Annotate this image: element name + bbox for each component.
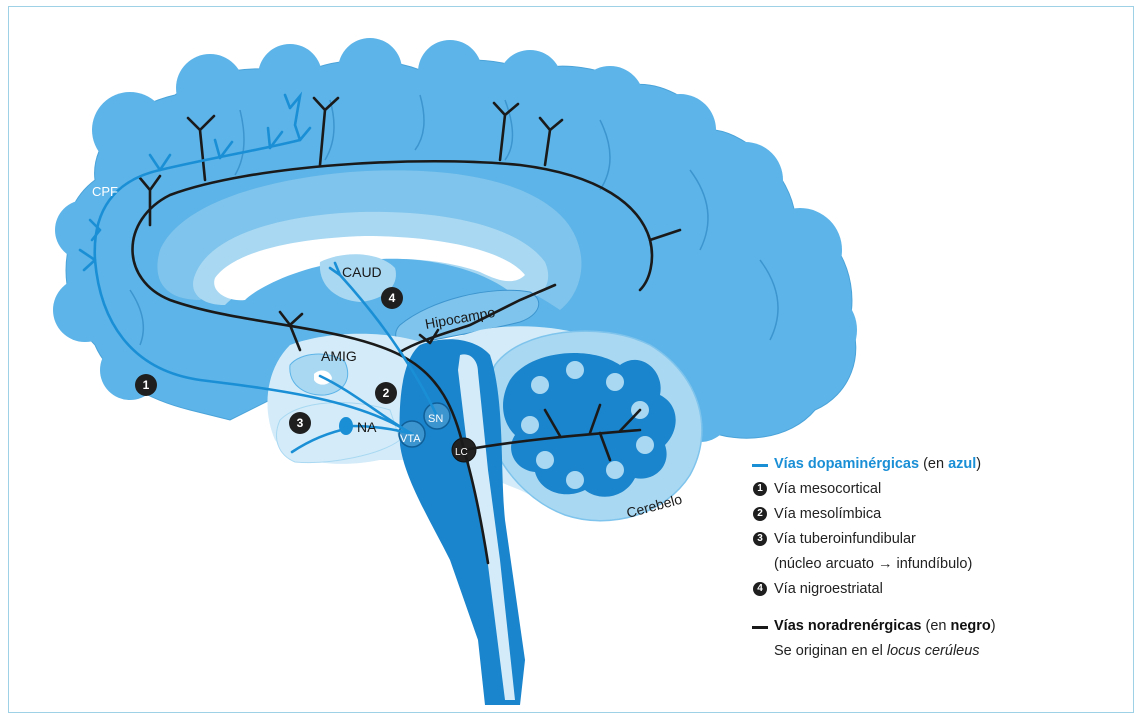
legend-dopa-color: azul	[948, 456, 976, 472]
label-caud: CAUD	[342, 264, 382, 280]
legend-item: 3 Vía tuberoinfundibular	[752, 527, 1132, 552]
number-badge-icon: 3	[753, 532, 767, 546]
legend-nora-sub-prefix: Se originan en el	[774, 643, 887, 659]
legend: Vías dopaminérgicas (en azul) 1 Vía mesoc…	[752, 452, 1132, 664]
legend-item-text: Vía nigroestriatal	[774, 581, 883, 597]
number-badge-icon: 4	[753, 582, 767, 596]
legend-noradrenaline-row: Vías noradrenérgicas (en negro)	[752, 614, 1132, 639]
blue-line-icon	[752, 464, 768, 467]
badge-1: 1	[135, 374, 157, 396]
label-na: NA	[357, 419, 377, 435]
badge-2: 2	[375, 382, 397, 404]
legend-dopa-close: )	[976, 456, 981, 472]
legend-nora-title: Vías noradrenérgicas	[774, 618, 922, 634]
legend-nora-paren: (en	[922, 618, 951, 634]
legend-item-text: (núcleo arcuato → infundíbulo)	[774, 556, 972, 572]
label-vta: VTA	[400, 433, 421, 445]
label-lc: LC	[455, 447, 468, 458]
legend-nora-sub-italic: locus cerúleus	[887, 643, 980, 659]
label-cpf: CPF	[92, 184, 118, 199]
legend-item: 1 Vía mesocortical	[752, 477, 1132, 502]
legend-item: (núcleo arcuato → infundíbulo)	[752, 552, 1132, 577]
legend-dopamine-row: Vías dopaminérgicas (en azul)	[752, 452, 1132, 477]
number-badge-icon: 2	[753, 507, 767, 521]
legend-item-text: Vía mesolímbica	[774, 506, 881, 522]
legend-nora-close: )	[991, 618, 996, 634]
svg-text:4: 4	[389, 291, 396, 305]
label-amig: AMIG	[321, 348, 357, 364]
number-badge-icon: 1	[753, 482, 767, 496]
legend-nora-color: negro	[951, 618, 991, 634]
label-sn: SN	[428, 413, 443, 425]
legend-dopa-paren: (en	[919, 456, 948, 472]
legend-item: 4 Vía nigroestriatal	[752, 577, 1132, 602]
svg-text:1: 1	[143, 378, 150, 392]
legend-item-text: Vía tuberoinfundibular	[774, 531, 916, 547]
legend-dopa-title: Vías dopaminérgicas	[774, 456, 919, 472]
svg-text:2: 2	[383, 386, 390, 400]
badge-3: 3	[289, 412, 311, 434]
arcuate-nucleus	[339, 417, 353, 435]
badge-4: 4	[381, 287, 403, 309]
legend-item-text: Vía mesocortical	[774, 481, 881, 497]
svg-text:3: 3	[297, 416, 304, 430]
legend-item: 2 Vía mesolímbica	[752, 502, 1132, 527]
legend-nora-sub: Se originan en el locus cerúleus	[752, 639, 1132, 664]
black-line-icon	[752, 626, 768, 629]
